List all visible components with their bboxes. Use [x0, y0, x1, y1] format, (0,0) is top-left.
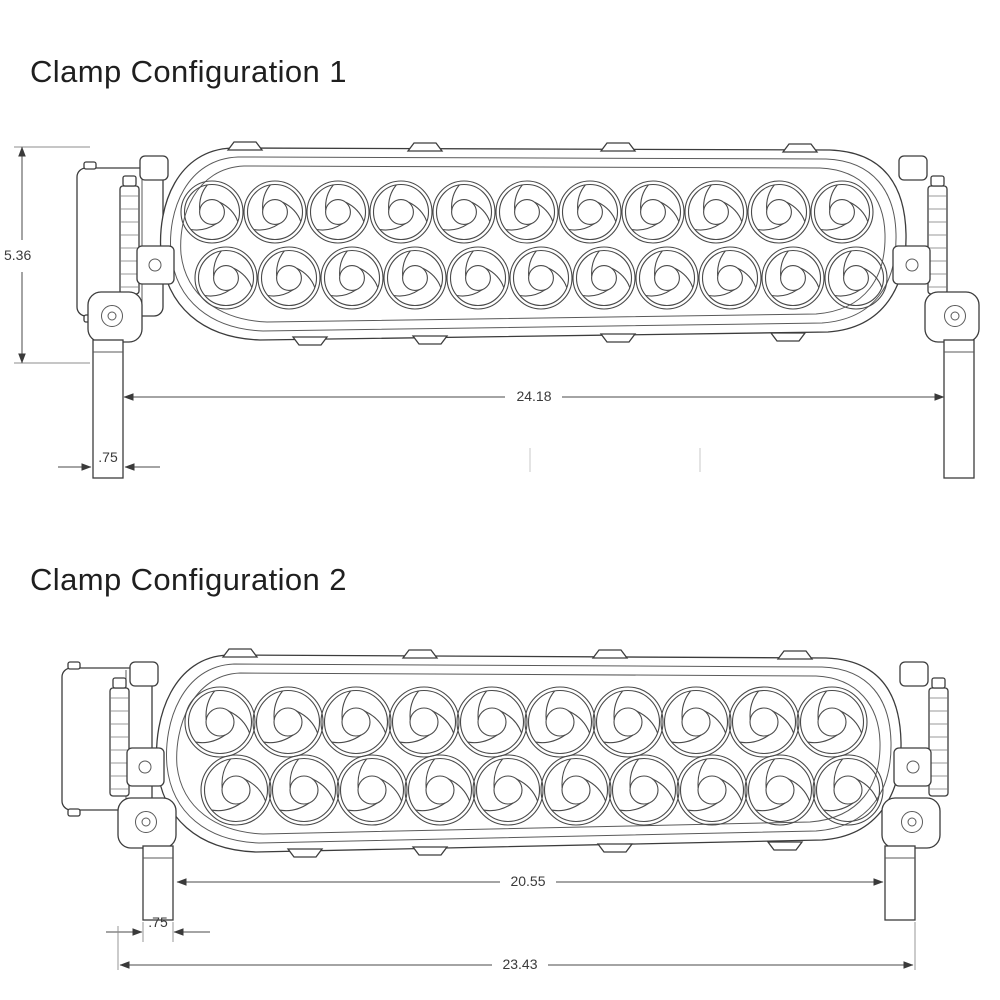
mount-tab [781, 143, 819, 153]
led-lens [194, 246, 258, 310]
led-lens [676, 754, 748, 826]
dimension-leg-width: .75 [58, 449, 160, 471]
mount-tab [411, 846, 449, 856]
dim-outer-span-value: 23.43 [502, 956, 537, 972]
led-lens [184, 686, 256, 758]
mount-tab [406, 142, 444, 152]
clamp-left [109, 661, 177, 921]
clamp-bolt [101, 305, 123, 327]
dim-clamp-span-value: 24.18 [516, 388, 551, 404]
led-lens [698, 246, 762, 310]
mount-tab [221, 648, 259, 658]
led-lens [432, 180, 496, 244]
led-lens [728, 686, 800, 758]
config-2-title: Clamp Configuration 2 [30, 562, 347, 597]
led-lens [268, 754, 340, 826]
led-lens [810, 180, 874, 244]
led-lens [558, 180, 622, 244]
led-lens [812, 754, 884, 826]
led-lens [572, 246, 636, 310]
led-lens [684, 180, 748, 244]
led-lens [524, 686, 596, 758]
config-1-title: Clamp Configuration 1 [30, 54, 347, 89]
mount-tab [286, 848, 324, 858]
led-lens [540, 754, 612, 826]
dim-leg-width-value: .75 [98, 449, 118, 465]
mount-tab [596, 843, 634, 853]
mount-tab [411, 335, 449, 345]
config-2-drawing: 20.55 .75 23.43 [61, 648, 949, 972]
led-lens [320, 246, 384, 310]
led-lens [660, 686, 732, 758]
dimension-clamp-span: 24.18 [123, 388, 945, 404]
led-lens [472, 754, 544, 826]
led-lens [495, 180, 559, 244]
clamp-foot [117, 797, 177, 849]
config-1-drawing: 5.36 24.18 .75 [4, 141, 980, 479]
led-grid [180, 180, 888, 310]
clamp-left [87, 155, 175, 479]
clamp-bolt [135, 811, 157, 833]
dimension-height: 5.36 [4, 146, 90, 364]
mount-tab [599, 333, 637, 343]
clamp-foot [87, 291, 143, 343]
led-lens [621, 180, 685, 244]
led-lens [824, 246, 888, 310]
clamp-right [892, 155, 980, 479]
led-lens [404, 754, 476, 826]
dimension-leg-width: .75 [106, 914, 210, 942]
led-lens [635, 246, 699, 310]
mount-tab [766, 841, 804, 851]
mounting-leg [142, 845, 174, 921]
dim-height-value: 5.36 [4, 247, 31, 263]
led-lens [744, 754, 816, 826]
led-lens [320, 686, 392, 758]
clamp-pivot [136, 245, 175, 285]
led-lens [306, 180, 370, 244]
led-lens [257, 246, 321, 310]
led-lens [200, 754, 272, 826]
led-lens [761, 246, 825, 310]
light-bar-bezel [159, 141, 907, 346]
led-lens [446, 246, 510, 310]
led-lens [456, 686, 528, 758]
light-bar-bezel [155, 648, 902, 858]
led-lens [509, 246, 573, 310]
led-lens [369, 180, 433, 244]
led-lens [747, 180, 811, 244]
dimension-outer-span: 23.43 [117, 922, 916, 972]
mount-tab [401, 649, 439, 659]
clamp-pivot [126, 747, 165, 787]
mount-tab [291, 336, 329, 346]
led-lens [388, 686, 460, 758]
dim-leg-width-value: .75 [148, 914, 168, 930]
led-lens [336, 754, 408, 826]
mount-tab [226, 141, 264, 151]
dim-inner-span-value: 20.55 [510, 873, 545, 889]
mount-tab [776, 650, 814, 660]
led-grid [184, 686, 884, 826]
led-lens [796, 686, 868, 758]
mounting-leg [92, 339, 124, 479]
led-lens [592, 686, 664, 758]
dimension-inner-span: 20.55 [176, 873, 884, 889]
mount-tab [769, 332, 807, 342]
led-lens [252, 686, 324, 758]
led-lens [608, 754, 680, 826]
led-lens [180, 180, 244, 244]
mount-tab [591, 649, 629, 659]
mount-tab [599, 142, 637, 152]
led-lens [383, 246, 447, 310]
led-lens [243, 180, 307, 244]
